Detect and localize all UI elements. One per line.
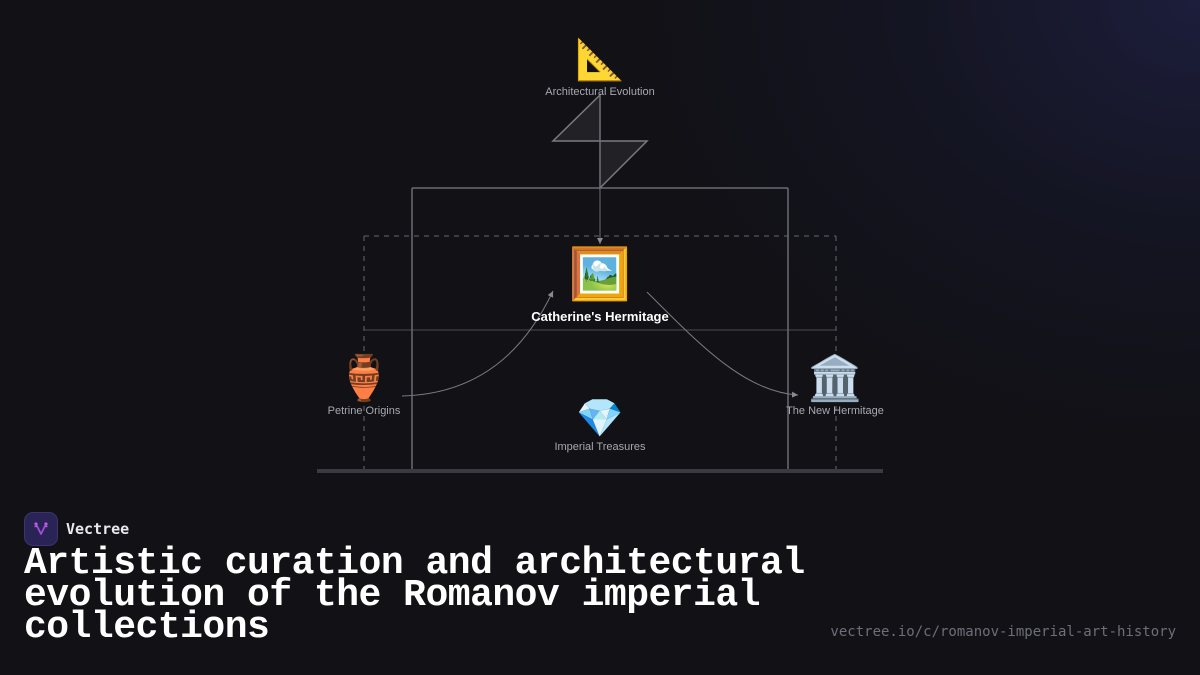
framed-picture-icon: 🖼️ (568, 245, 632, 303)
node-label: Petrine Origins (327, 405, 401, 417)
ground-line (317, 469, 883, 473)
node-label: Architectural Evolution (545, 86, 655, 98)
gem-stone-icon: 💎 (576, 396, 624, 440)
page-url[interactable]: vectree.io/c/romanov-imperial-art-histor… (830, 624, 1176, 640)
dashed-frame (363, 235, 837, 470)
diagram-canvas: 📐 Architectural Evolution 🖼️ Catherine's… (317, 40, 884, 473)
node-label: The New Hermitage (786, 405, 884, 417)
connector-central-to-right (646, 291, 799, 398)
bowtie-shape (551, 93, 649, 190)
node-architectural-evolution[interactable]: 📐 Architectural Evolution (545, 40, 654, 98)
node-imperial-treasures[interactable]: 💎 Imperial Treasures (554, 399, 645, 453)
amphora-icon: 🏺 (336, 353, 392, 404)
node-label: Imperial Treasures (554, 441, 646, 453)
node-new-hermitage[interactable]: 🏛️ The New Hermitage (786, 353, 884, 418)
brand[interactable]: Vectree (24, 512, 129, 546)
brand-name: Vectree (66, 520, 130, 538)
vectree-logo-icon (24, 512, 58, 546)
classical-building-icon: 🏛️ (807, 353, 863, 404)
node-catherines-hermitage[interactable]: 🖼️ Catherine's Hermitage (531, 249, 668, 324)
node-petrine-origins[interactable]: 🏺 Petrine Origins (327, 353, 401, 418)
page-title: Artistic curation and architectural evol… (24, 542, 805, 649)
diagram-lines (317, 93, 883, 473)
connector-left-to-central (401, 290, 554, 397)
node-label: Catherine's Hermitage (531, 309, 669, 324)
triangular-ruler-icon: 📐 (575, 37, 625, 83)
